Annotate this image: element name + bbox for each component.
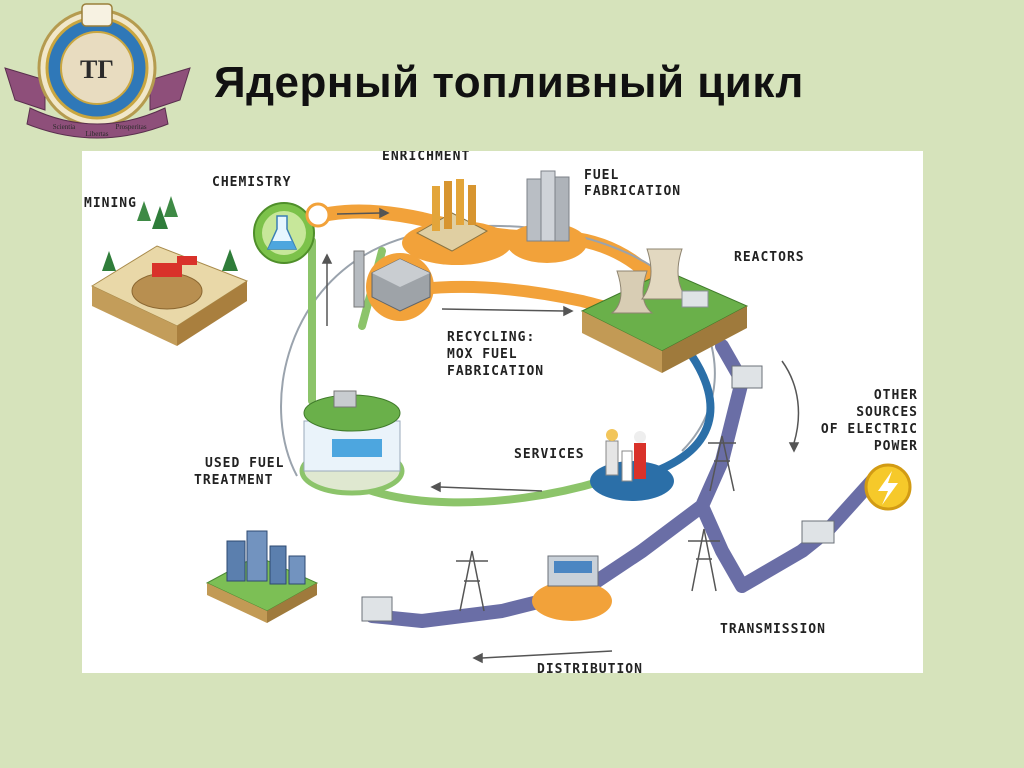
flow-arrows [321, 207, 800, 664]
label-used-fuel-2: TREATMENT [194, 473, 273, 488]
chemistry-flask-icon [253, 202, 331, 264]
label-used-fuel-1: USED FUEL [205, 456, 284, 471]
label-enrichment: ENRICHMENT [382, 151, 470, 164]
university-emblem-logo: ТГ Scientia Libertas Prosperitas [4, 3, 191, 139]
fuel-fabrication-silos [507, 170, 587, 263]
blue-services-path [638, 352, 715, 480]
label-services: SERVICES [514, 447, 585, 462]
used-fuel-treatment-illustration [299, 390, 405, 496]
mox-recycling-facility [353, 250, 434, 321]
control-room-illustration [532, 555, 612, 621]
label-distribution: DISTRIBUTION [537, 662, 643, 673]
green-used-fuel-path [308, 237, 386, 405]
enrichment-plant-illustration [402, 179, 512, 265]
fuel-cycle-svg: MINING CHEMISTRY ENRICHMENT FUEL FABRICA… [84, 151, 918, 673]
label-transmission: TRANSMISSION [720, 622, 826, 637]
reactor-plant-illustration [580, 248, 749, 373]
transmission-towers [456, 435, 736, 612]
label-recycling-1: RECYCLING: [447, 330, 535, 345]
logo-ribbon-text-3: Prosperitas [115, 123, 146, 131]
power-substations [361, 365, 835, 622]
city-illustration [205, 530, 319, 623]
label-recycling-3: FABRICATION [447, 364, 544, 379]
outer-ring-path [280, 224, 716, 477]
mining-site-illustration [90, 196, 249, 346]
logo-ribbon-text-1: Scientia [53, 123, 76, 131]
lightning-bolt-icon [864, 463, 912, 511]
label-chemistry: CHEMISTRY [212, 175, 291, 190]
label-recycling-2: MOX FUEL [447, 347, 518, 362]
logo-initials: ТГ [80, 55, 114, 84]
label-other-sources-1: OTHER [874, 388, 918, 403]
label-other-sources-4: POWER [874, 439, 918, 454]
label-fuel-fabrication-2: FABRICATION [584, 184, 681, 199]
fuel-cycle-diagram: MINING CHEMISTRY ENRICHMENT FUEL FABRICA… [82, 151, 923, 673]
services-workers-illustration [590, 429, 674, 501]
logo-ribbon-text-2: Libertas [86, 130, 109, 138]
page-title: Ядерный топливный цикл [214, 58, 804, 107]
label-other-sources-2: SOURCES [856, 405, 918, 420]
label-mining: MINING [84, 196, 137, 211]
label-other-sources-3: OF ELECTRIC [821, 422, 918, 437]
label-reactors: REACTORS [734, 250, 805, 265]
label-fuel-fabrication-1: FUEL [584, 168, 619, 183]
